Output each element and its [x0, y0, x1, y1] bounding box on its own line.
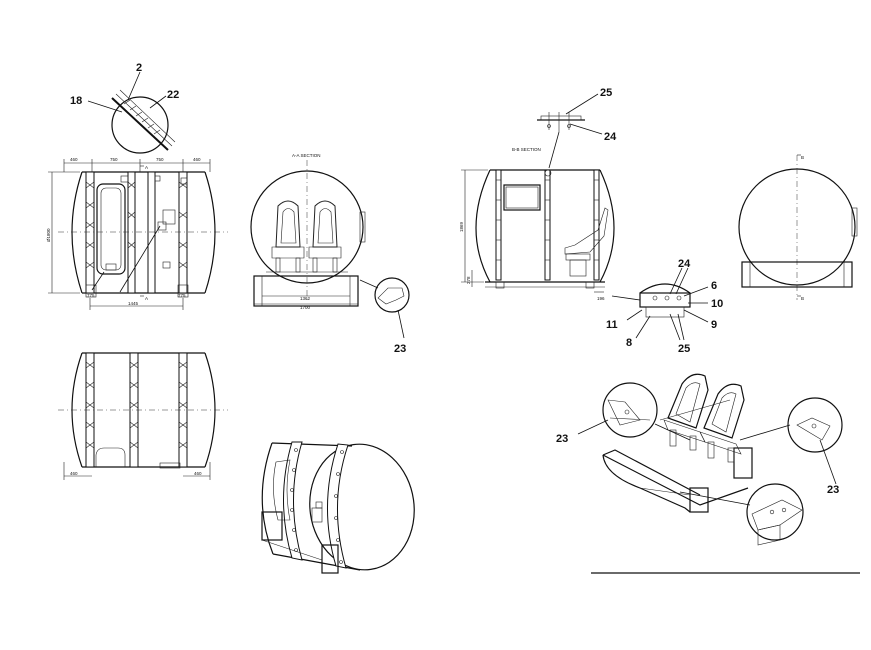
dim-front-w2: 750	[110, 157, 118, 162]
dim-sec-b-foot: 196	[597, 296, 605, 301]
callout-23-a: 23	[394, 343, 406, 355]
side-view: B B	[738, 154, 858, 301]
dim-front-w1: 460	[70, 157, 78, 162]
section-b-b: B-B SECTION 1869	[459, 93, 709, 341]
callout-6: 6	[711, 280, 717, 292]
dim-front-bottom: 1445	[128, 301, 139, 306]
front-view: 460 750 750 460 Ø1800 1445 775 775 A A	[46, 157, 228, 310]
callout-8: 8	[626, 337, 632, 349]
section-a-a-label: A-A SECTION	[292, 153, 321, 158]
dim-front-w3: 750	[156, 157, 164, 162]
callout-11: 11	[606, 319, 618, 331]
callout-22: 22	[167, 89, 179, 101]
callout-23-b: 23	[556, 433, 568, 445]
section-a-a: A-A SECTION 1362 1700	[250, 153, 410, 339]
callout-10: 10	[711, 298, 723, 310]
isometric-seats	[577, 373, 860, 574]
dim-sec-a-outer: 1700	[300, 305, 311, 310]
section-mark-a-bottom: A	[145, 296, 148, 301]
callout-9: 9	[711, 319, 717, 331]
callout-18: 18	[70, 95, 82, 107]
callout-25-top: 25	[600, 87, 612, 99]
dim-front-foot-r: 775	[178, 293, 186, 298]
section-b-b-label: B-B SECTION	[512, 147, 541, 152]
dim-plan-w-r: 460	[194, 471, 202, 476]
dim-sec-b-height: 1869	[459, 221, 464, 232]
section-mark-b-top: B	[801, 155, 804, 160]
section-mark-a-top: A	[145, 165, 148, 170]
dim-front-foot-l: 775	[87, 293, 95, 298]
isometric-view	[261, 441, 415, 574]
section-mark-b-bottom: B	[801, 296, 804, 301]
dim-sec-b-base: 278	[466, 276, 471, 284]
callout-25-mid: 25	[678, 343, 690, 355]
dim-front-w4: 460	[193, 157, 201, 162]
dim-plan-w-l: 460	[70, 471, 78, 476]
dim-sec-a-inner: 1362	[300, 296, 311, 301]
dim-front-height: Ø1800	[46, 228, 51, 242]
detail-circle-top-left	[87, 71, 176, 154]
plan-view: 460 460	[58, 352, 228, 480]
callout-24-mid: 24	[678, 258, 691, 270]
callout-23-c: 23	[827, 484, 839, 496]
callout-2: 2	[136, 62, 142, 74]
callout-24-top: 24	[604, 131, 617, 143]
